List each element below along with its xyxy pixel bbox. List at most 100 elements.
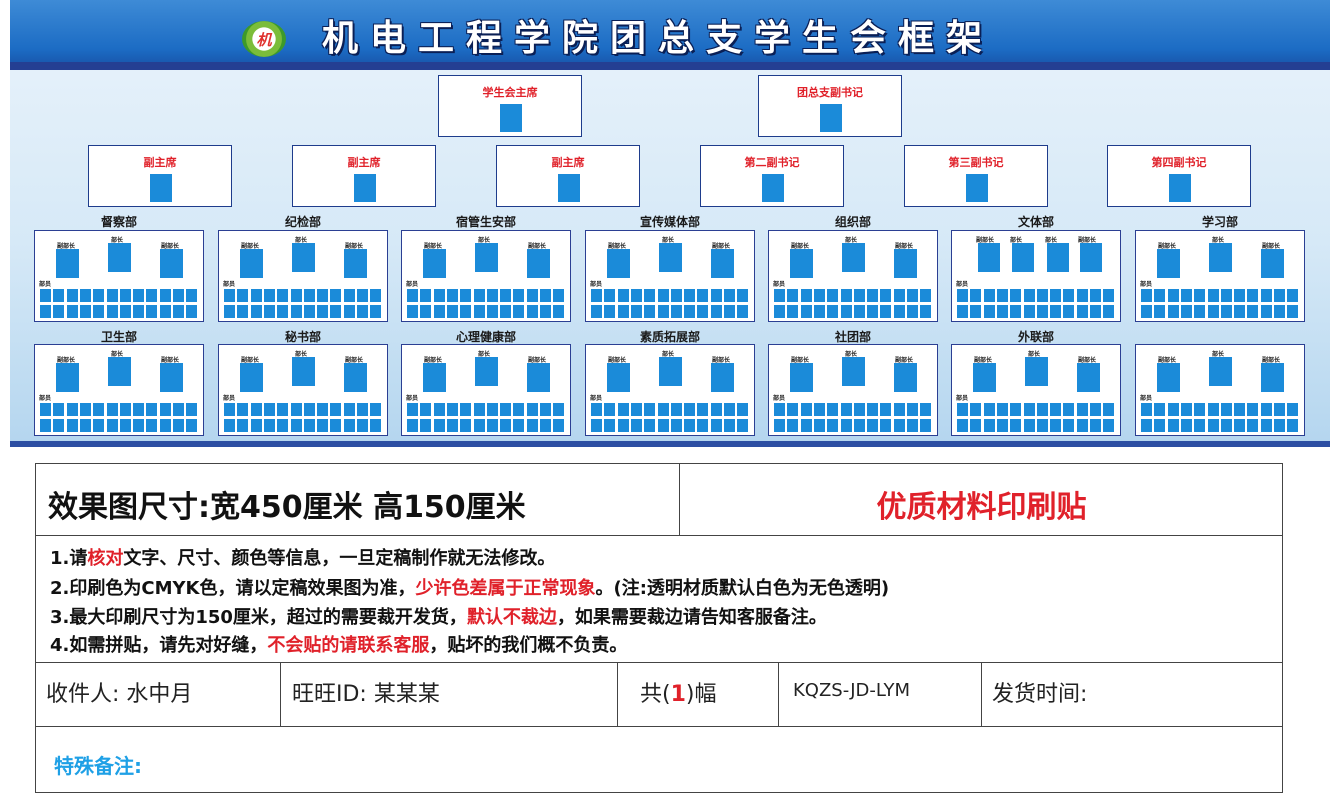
member-photo-slot — [553, 289, 565, 302]
photo-placeholder — [1261, 249, 1284, 278]
member-photo-slot — [1247, 419, 1259, 432]
member-photo-slot — [1090, 403, 1101, 416]
role-card: 团总支副书记 — [758, 75, 902, 137]
member-photo-slot — [907, 419, 918, 432]
vice-minister-label: 副部长 — [1158, 357, 1177, 364]
member-photo-slot — [303, 305, 315, 318]
member-photo-slot — [1076, 403, 1088, 416]
member-photo-slot — [53, 305, 65, 318]
photo-placeholder — [354, 174, 376, 202]
member-photo-slot — [513, 305, 525, 318]
minister-label: 部长 — [845, 237, 858, 244]
photo-placeholder — [659, 243, 682, 272]
member-photo-slot — [880, 403, 892, 416]
member-photo-slot — [813, 403, 825, 416]
photo-placeholder — [423, 249, 446, 278]
member-photo-slot — [66, 403, 78, 416]
minister-label: 部长 — [1212, 351, 1225, 358]
vice-minister-label: 副部长 — [895, 243, 914, 250]
member-photo-slot — [1141, 289, 1152, 302]
department-title: 督察部 — [100, 215, 137, 229]
member-photo-slot — [40, 403, 51, 416]
member-photo-slot — [1090, 305, 1101, 318]
member-photo-slot — [724, 305, 735, 318]
photo-placeholder — [344, 249, 367, 278]
member-photo-slot — [460, 305, 472, 318]
member-photo-slot — [146, 289, 158, 302]
vice-minister-label: 副部长 — [345, 357, 364, 364]
member-label: 部员 — [223, 281, 236, 288]
member-photo-slot — [983, 305, 995, 318]
member-photo-slot — [827, 419, 839, 432]
department-card: 副部长部长副部长部员 — [585, 344, 755, 436]
member-photo-slot — [433, 403, 445, 416]
department-card: 副部长部长副部长部员 — [218, 230, 388, 322]
member-photo-slot — [1167, 305, 1179, 318]
photo-placeholder — [150, 174, 172, 202]
department-title: 社团部 — [834, 330, 871, 344]
member-photo-slot — [224, 305, 235, 318]
minister-label: 部长 — [295, 237, 308, 244]
member-photo-slot — [146, 403, 158, 416]
member-photo-slot — [1050, 403, 1062, 416]
photo-placeholder — [240, 363, 263, 392]
head-label: 部长 — [1045, 237, 1058, 244]
member-photo-slot — [1220, 289, 1232, 302]
member-photo-slot — [1194, 419, 1206, 432]
vice-minister-label: 副部长 — [1262, 243, 1281, 250]
member-photo-slot — [983, 419, 995, 432]
member-photo-slot — [224, 289, 235, 302]
member-photo-slot — [159, 403, 171, 416]
member-photo-slot — [907, 305, 918, 318]
member-photo-slot — [1194, 305, 1206, 318]
member-photo-slot — [460, 419, 472, 432]
member-photo-slot — [317, 403, 329, 416]
member-photo-slot — [446, 403, 458, 416]
member-photo-slot — [250, 403, 262, 416]
member-photo-slot — [500, 305, 512, 318]
divider — [36, 662, 1282, 663]
member-photo-slot — [1207, 289, 1219, 302]
member-photo-slot — [173, 289, 184, 302]
member-label: 部员 — [39, 395, 52, 402]
member-photo-slot — [473, 289, 485, 302]
member-photo-slot — [970, 419, 982, 432]
member-photo-slot — [486, 403, 498, 416]
role-title: 副主席 — [347, 156, 381, 169]
member-photo-slot — [486, 419, 498, 432]
member-photo-slot — [460, 403, 472, 416]
member-photo-slot — [186, 289, 198, 302]
member-photo-slot — [893, 403, 905, 416]
photo-placeholder — [842, 243, 865, 272]
photo-placeholder — [240, 249, 263, 278]
member-photo-slot — [553, 403, 565, 416]
member-label: 部员 — [1140, 281, 1153, 288]
member-photo-slot — [513, 289, 525, 302]
member-photo-slot — [970, 403, 982, 416]
divider — [617, 662, 618, 726]
member-photo-slot — [604, 403, 616, 416]
member-photo-slot — [370, 305, 382, 318]
member-photo-slot — [357, 403, 368, 416]
member-photo-slot — [433, 289, 445, 302]
member-photo-slot — [1076, 419, 1088, 432]
member-photo-slot — [1010, 419, 1022, 432]
member-photo-slot — [867, 289, 879, 302]
photo-placeholder — [1209, 243, 1232, 272]
vice-minister-label: 副部长 — [712, 357, 731, 364]
member-photo-slot — [460, 289, 472, 302]
head-label: 副部长 — [1078, 237, 1097, 244]
member-photo-slot — [159, 419, 171, 432]
member-photo-slot — [867, 403, 879, 416]
department-title: 卫生部 — [100, 330, 137, 344]
role-title: 第四副书记 — [1151, 156, 1207, 169]
member-photo-slot — [1023, 305, 1035, 318]
member-label: 部员 — [223, 395, 236, 402]
member-photo-slot — [617, 305, 629, 318]
member-photo-slot — [920, 419, 932, 432]
member-photo-slot — [1141, 419, 1152, 432]
photo-placeholder — [475, 357, 498, 386]
member-photo-slot — [1287, 305, 1299, 318]
member-photo-slot — [840, 289, 852, 302]
department-card: 副部长部长副部长部员 — [585, 230, 755, 322]
